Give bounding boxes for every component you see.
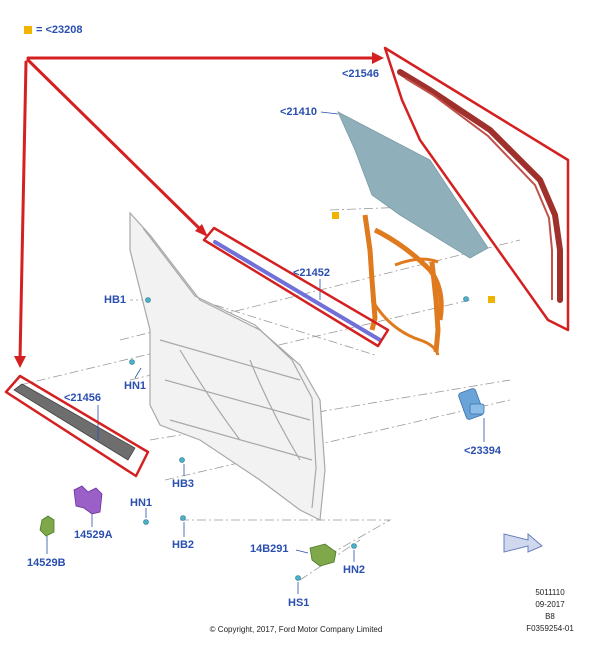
leader-line [180,519,392,561]
fastener-hn1-lower [143,519,149,525]
window-regulator [362,214,444,356]
outer-belt-moulding [13,383,136,461]
legend-text: = <23208 [36,24,83,36]
label-hn1-lower: HN1 [130,497,153,509]
label-hn2: HN2 [343,564,366,576]
window-motor [458,388,485,420]
highlight-inner-belt [202,226,390,348]
front-direction-arrow [503,532,543,553]
inner-belt-weatherstrip [213,240,382,342]
window-glass [337,111,489,259]
copyright-text: © Copyright, 2017, Ford Motor Company Li… [209,625,383,634]
label-run-channel: <21546 [342,68,380,80]
fasteners [129,296,469,581]
arrowhead-icon [14,356,26,368]
glass-run-channel [397,69,563,303]
fastener-hn1 [129,359,135,365]
label-hs1: HS1 [288,597,310,609]
glass-run-channel-inner [404,77,553,300]
arrow-to-inner-belt [26,58,205,234]
highlight-run-channel [383,46,570,332]
figure-code-2: B8 [545,612,555,621]
arrow-heads [14,52,384,368]
label-outer-belt: <21456 [64,392,102,404]
label-bracket: 14B291 [250,543,289,555]
leader-line [19,329,251,386]
legend-marker-icon [24,26,32,34]
fastener-hs1 [295,575,301,581]
bracket-green [309,543,337,567]
highlight-arrows [18,56,380,362]
highlight-boxes [4,46,570,478]
label-hb3: HB3 [172,478,195,490]
marker-squares [332,212,495,303]
fastener-hb3 [179,457,185,463]
marker-square-regulator [332,212,339,219]
fastener-hb2 [180,515,186,521]
leader-line [149,379,511,441]
figure-id: F0359254-01 [526,624,574,633]
arrow-to-outer-belt [18,60,28,362]
label-latch: 14529A [74,529,113,541]
label-hb2: HB2 [172,539,195,551]
fastener-right [463,296,469,302]
label-hn1: HN1 [124,380,147,392]
fastener-hb1 [145,297,151,303]
figure-code-1: 5011110 [535,588,565,597]
label-glass: <21410 [280,106,318,118]
latch-bracket-purple [73,485,103,515]
label-door: HB1 [104,294,127,306]
arrowhead-icon [372,52,384,64]
door-inner-panel [129,211,326,521]
label-motor: <23394 [464,445,502,457]
label-inner-belt: <21452 [293,267,331,279]
label-clip: 14529B [27,557,66,569]
marker-square-right [488,296,495,303]
arrowhead-icon [195,224,208,237]
clip-green-small [39,515,55,537]
leader-line [214,304,376,356]
figure-date: 09-2017 [535,600,565,609]
fastener-hn2 [351,543,357,549]
leader-line [164,399,511,481]
highlight-outer-belt [4,374,150,478]
